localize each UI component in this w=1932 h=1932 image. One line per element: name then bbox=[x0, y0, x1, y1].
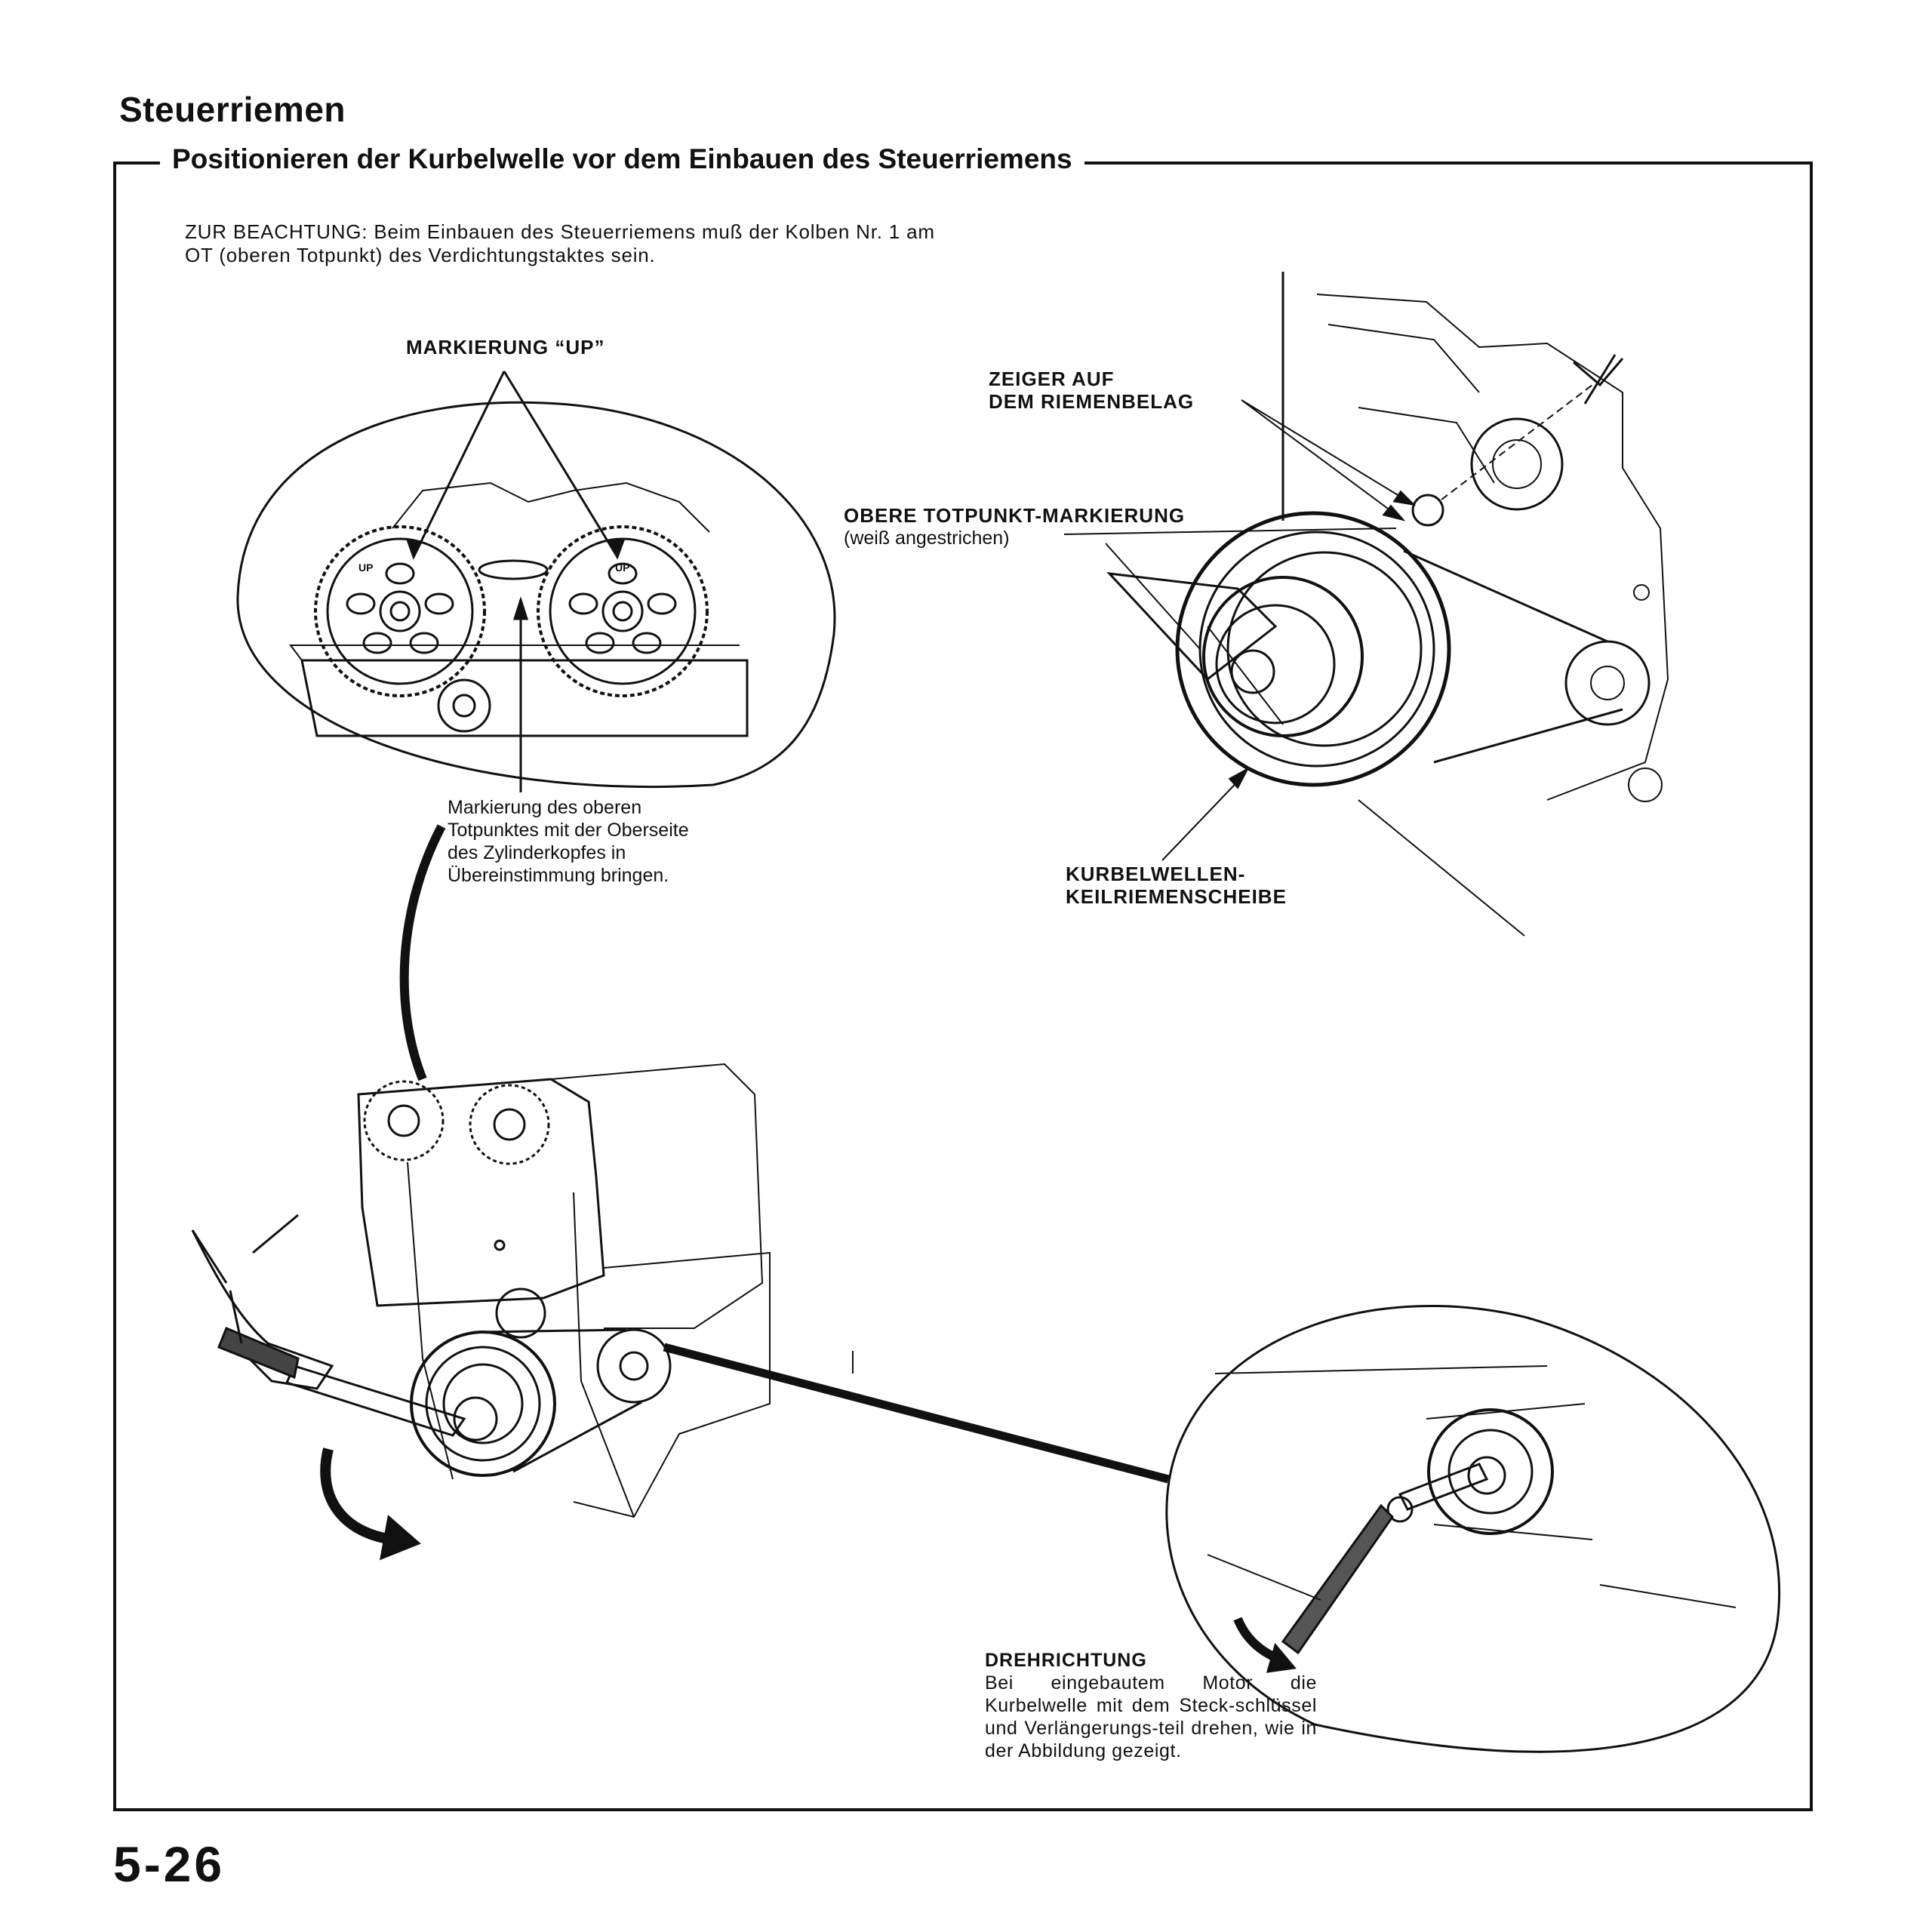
camshaft-detail-illustration bbox=[236, 371, 836, 792]
label-kurbelwellen-line1: KURBELWELLEN- bbox=[1066, 863, 1246, 885]
drehrichtung-title: DREHRICHTUNG bbox=[985, 1650, 1147, 1671]
connector-curve-left bbox=[399, 824, 446, 1081]
label-zeiger-line1: ZEIGER AUF bbox=[989, 368, 1115, 390]
crankshaft-pulley-detail-illustration bbox=[1063, 272, 1669, 937]
label-kurbelwellen-line2: KEILRIEMENSCHEIBE bbox=[1066, 885, 1287, 908]
label-zeiger-line2: DEM RIEMENBELAG bbox=[989, 390, 1195, 413]
engine-illustration bbox=[191, 1063, 771, 1561]
cam-up-mark-left: UP bbox=[358, 561, 373, 574]
label-obere-totpunkt: OBERE TOTPUNKT-MARKIERUNG bbox=[844, 504, 1186, 527]
section-title: Positionieren der Kurbelwelle vor dem Ei… bbox=[160, 143, 1084, 175]
note-text: ZUR BEACHTUNG: Beim Einbauen des Steuerr… bbox=[185, 220, 935, 266]
page-title: Steuerriemen bbox=[119, 90, 346, 129]
caption-tdc-alignment: Markierung des oberen Totpunktes mit der… bbox=[448, 796, 689, 887]
caption-tdc-line: Totpunktes mit der Oberseite bbox=[448, 820, 689, 841]
caption-tdc-line: Übereinstimmung bringen. bbox=[448, 865, 669, 886]
caption-tdc-line: Markierung des oberen bbox=[448, 797, 642, 818]
label-obere-totpunkt-sub: (weiß angestrichen) bbox=[844, 528, 1010, 549]
label-markierung-up: MARKIERUNG “UP” bbox=[406, 336, 605, 358]
wrench-detail-illustration bbox=[1165, 1305, 1781, 1753]
drehrichtung-body: Bei eingebautem Motor die Kurbelwelle mi… bbox=[985, 1672, 1317, 1761]
page-number: 5-26 bbox=[113, 1836, 226, 1892]
connector-line-right bbox=[663, 1343, 1170, 1484]
caption-drehrichtung: DREHRICHTUNG Bei eingebautem Motor die K… bbox=[985, 1649, 1317, 1762]
caption-tdc-line: des Zylinderkopfes in bbox=[448, 842, 626, 863]
cam-up-mark-right: UP bbox=[615, 561, 629, 574]
